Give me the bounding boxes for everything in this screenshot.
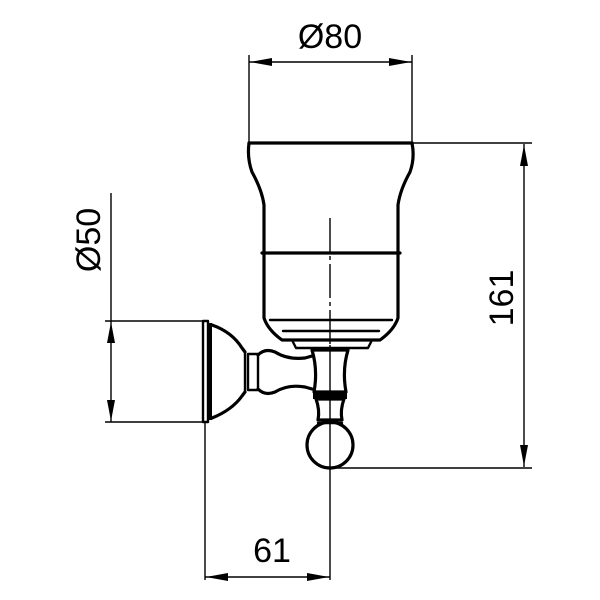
arrow-up-icon xyxy=(107,322,115,343)
arrow-right-icon xyxy=(389,58,411,66)
rosette-top xyxy=(210,323,247,354)
arm-collar xyxy=(246,352,260,392)
wall-mount xyxy=(201,319,355,580)
holder-ring xyxy=(290,338,374,350)
rosette-bottom xyxy=(210,390,247,420)
cup-outline xyxy=(246,141,415,342)
height-label: 161 xyxy=(483,270,521,327)
cup xyxy=(246,141,415,470)
wall-plate-front xyxy=(201,319,210,424)
cup-diameter-label: Ø80 xyxy=(298,18,362,56)
wall-plate-edge xyxy=(208,323,212,420)
dimension-height: 161 xyxy=(330,142,532,469)
base-diameter-label: Ø50 xyxy=(70,208,108,272)
arm-top xyxy=(256,348,314,360)
stem-neck xyxy=(314,397,346,422)
stem-upper xyxy=(310,348,350,394)
arrow-left-icon xyxy=(206,573,228,581)
stem-ring xyxy=(313,393,347,399)
arrow-right-icon xyxy=(307,573,329,581)
arm-bottom xyxy=(256,384,314,396)
dimension-cup-diameter: Ø80 xyxy=(248,18,413,143)
dimension-projection: 61 xyxy=(205,468,331,581)
projection-label: 61 xyxy=(253,532,291,570)
arrow-down-icon xyxy=(107,400,115,421)
dimension-base-diameter: Ø50 xyxy=(70,193,205,423)
arrow-up-icon xyxy=(520,145,528,166)
arrow-left-icon xyxy=(250,58,272,66)
arrow-down-icon xyxy=(520,445,528,466)
